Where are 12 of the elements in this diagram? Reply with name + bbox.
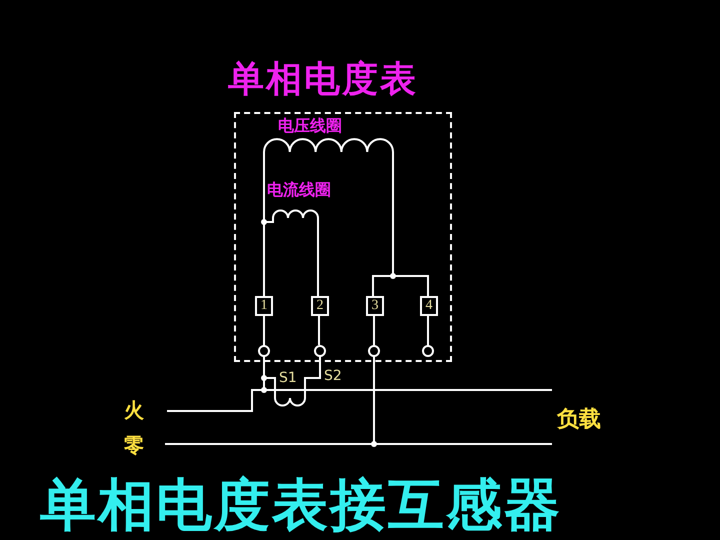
terminal-label: S2	[324, 369, 342, 383]
meter-heading: 单相电度表	[228, 62, 418, 98]
terminal-label: S1	[279, 371, 297, 385]
terminal: 3	[366, 296, 384, 316]
line-label: 火	[124, 400, 144, 420]
line-label: 零	[124, 435, 144, 455]
terminal: 2	[311, 296, 329, 316]
coil-label: 电压线圈	[278, 118, 342, 134]
terminal: 1	[255, 296, 273, 316]
terminal: 4	[420, 296, 438, 316]
load-label: 负载	[557, 409, 601, 431]
coil-label: 电流线圈	[267, 182, 331, 198]
